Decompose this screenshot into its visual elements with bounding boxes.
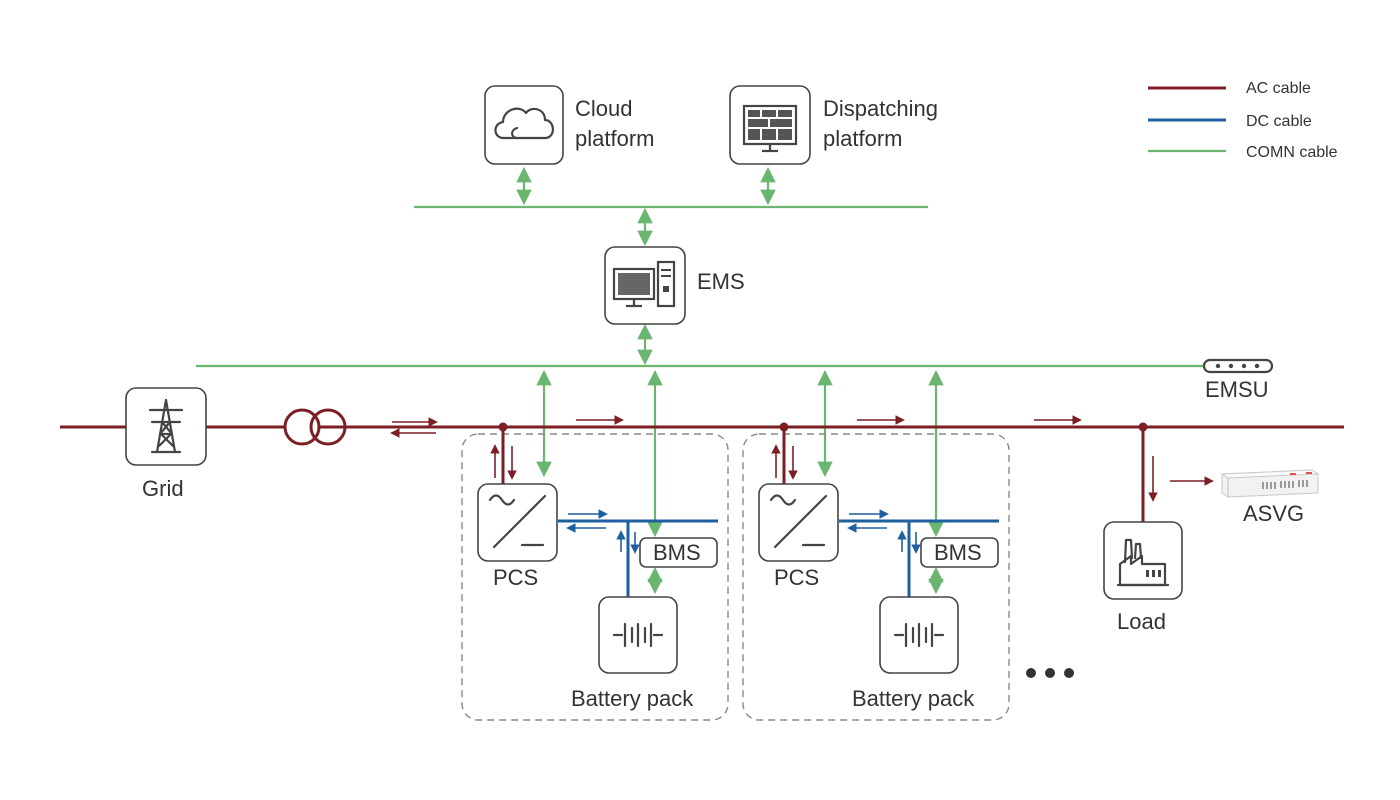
ac-junction-load xyxy=(1138,422,1148,432)
storage-unit-1: PCS BMS Battery pack xyxy=(477,483,718,711)
cloud-icon xyxy=(494,107,554,140)
inverter-icon xyxy=(769,494,828,549)
grid-label: Grid xyxy=(142,476,184,501)
legend-item-dc: DC cable xyxy=(1148,113,1312,130)
ems-label: EMS xyxy=(697,269,745,294)
inverter-icon xyxy=(488,494,547,549)
asvg-cabinet-icon xyxy=(1220,469,1320,498)
bms-1-label: BMS xyxy=(653,540,701,565)
bms-2-box xyxy=(920,537,999,568)
legend-item-ac: AC cable xyxy=(1148,80,1311,97)
battery-icon xyxy=(612,622,664,648)
dc-cables xyxy=(558,519,999,597)
bms-2-label: BMS xyxy=(934,540,982,565)
comm-cables xyxy=(196,166,1212,595)
load-label: Load xyxy=(1117,609,1166,634)
legend: AC cable DC cable COMN cable xyxy=(1148,80,1338,161)
factory-icon xyxy=(1116,538,1170,587)
pcs-1-node[interactable]: PCS xyxy=(477,483,558,590)
pcs-2-node[interactable]: PCS xyxy=(758,483,839,590)
asvg-label: ASVG xyxy=(1243,501,1304,526)
pcs-2-label: PCS xyxy=(774,565,819,590)
ems-node[interactable]: EMS xyxy=(604,246,745,325)
battery-pack-2-label: Battery pack xyxy=(852,686,975,711)
transformer-icon[interactable] xyxy=(283,408,347,446)
ac-flow-arrows xyxy=(390,415,1214,502)
ac-cables xyxy=(60,425,1344,522)
battery-pack-2-node[interactable]: Battery pack xyxy=(852,596,975,711)
bms-2-node[interactable]: BMS xyxy=(920,537,999,568)
cloud-platform-box xyxy=(484,85,564,165)
ac-junction-1 xyxy=(498,422,508,432)
dc-flow-arrows xyxy=(566,509,921,554)
dispatching-platform-node[interactable]: Dispatching platform xyxy=(729,85,938,165)
more-units-ellipsis xyxy=(1026,668,1074,678)
battery-pack-1-label: Battery pack xyxy=(571,686,694,711)
bms-1-node[interactable]: BMS xyxy=(639,537,718,568)
computer-icon xyxy=(612,260,676,308)
emsu-label: EMSU xyxy=(1205,377,1269,402)
dispatching-platform-label-2: platform xyxy=(823,126,902,151)
load-node[interactable]: Load xyxy=(1103,521,1183,634)
bms-1-box xyxy=(639,537,718,568)
legend-label-ac: AC cable xyxy=(1246,80,1311,97)
legend-label-dc: DC cable xyxy=(1246,113,1312,130)
cloud-platform-label-1: Cloud xyxy=(575,96,632,121)
battery-icon xyxy=(893,622,945,648)
transmission-tower-icon xyxy=(148,398,184,454)
emsu-device-icon xyxy=(1202,358,1274,374)
storage-unit-2: PCS BMS Battery pack xyxy=(758,483,999,711)
pcs-1-label: PCS xyxy=(493,565,538,590)
cloud-platform-node[interactable]: Cloud platform xyxy=(484,85,654,165)
dispatching-platform-label-1: Dispatching xyxy=(823,96,938,121)
monitor-icon xyxy=(742,104,798,153)
storage-unit-1-frame xyxy=(461,433,729,721)
ac-junction-2 xyxy=(779,422,789,432)
legend-item-comm: COMN cable xyxy=(1148,144,1338,161)
cloud-platform-label-2: platform xyxy=(575,126,654,151)
emsu-node[interactable]: EMSU xyxy=(1202,358,1274,402)
battery-pack-1-node[interactable]: Battery pack xyxy=(571,596,694,711)
asvg-node[interactable]: ASVG xyxy=(1220,469,1320,526)
grid-node[interactable]: Grid xyxy=(125,387,207,501)
storage-unit-2-frame xyxy=(742,433,1010,721)
legend-label-comm: COMN cable xyxy=(1246,144,1338,161)
